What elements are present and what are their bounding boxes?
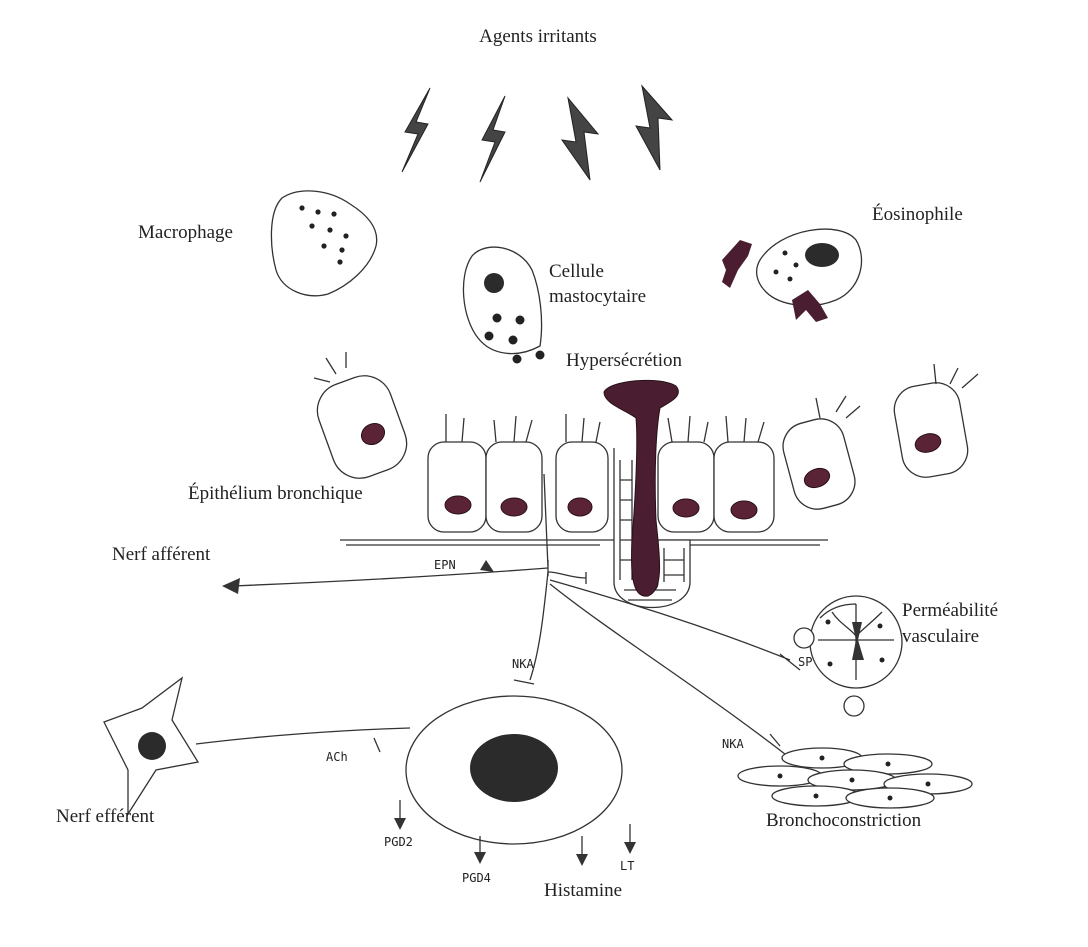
pgd4-label: PGD4 (462, 871, 491, 885)
nka-label-right: NKA (722, 737, 744, 751)
ach-label: ACh (326, 750, 348, 764)
mast-cell (463, 247, 544, 363)
macrophage-label: Macrophage (138, 222, 233, 243)
smooth-muscle (738, 748, 972, 808)
lightning-icon (636, 86, 672, 170)
inflammatory-cell (406, 696, 622, 844)
lt-label: LT (620, 859, 634, 873)
eosinophil-cell (722, 229, 862, 322)
nka-label-top: NKA (512, 657, 534, 671)
efferent-nerve-label: Nerf efférent (56, 806, 155, 827)
macrophage-cell (271, 191, 376, 296)
detached-ciliated-cell-left (310, 352, 415, 486)
hypersecretion-label: Hypersécrétion (566, 350, 683, 371)
bronchial-epithelium (340, 414, 828, 545)
mast-cell-label-line2: mastocytaire (549, 286, 646, 307)
efferent-neuron (104, 678, 410, 814)
detached-ciliated-cells-right (778, 364, 978, 515)
histamine-label: Histamine (544, 880, 622, 901)
permeability-label-line2: vasculaire (902, 626, 979, 647)
epn-label: EPN (434, 558, 456, 572)
lightning-icon (402, 88, 430, 172)
lightning-icon (480, 96, 505, 182)
epithelium-label: Épithélium bronchique (188, 482, 363, 504)
sp-label: SP (798, 655, 812, 669)
irritants-label: Agents irritants (479, 26, 597, 47)
afferent-nerve-label: Nerf afférent (112, 544, 211, 565)
irritant-bolts (402, 86, 672, 182)
bronchoconstriction-label: Bronchoconstriction (766, 810, 922, 831)
permeability-label-line1: Perméabilité (902, 600, 998, 621)
lightning-icon (562, 98, 598, 180)
pgd2-label: PGD2 (384, 835, 413, 849)
eosinophil-label: Éosinophile (872, 203, 963, 225)
mast-cell-label-line1: Cellule (549, 261, 604, 282)
